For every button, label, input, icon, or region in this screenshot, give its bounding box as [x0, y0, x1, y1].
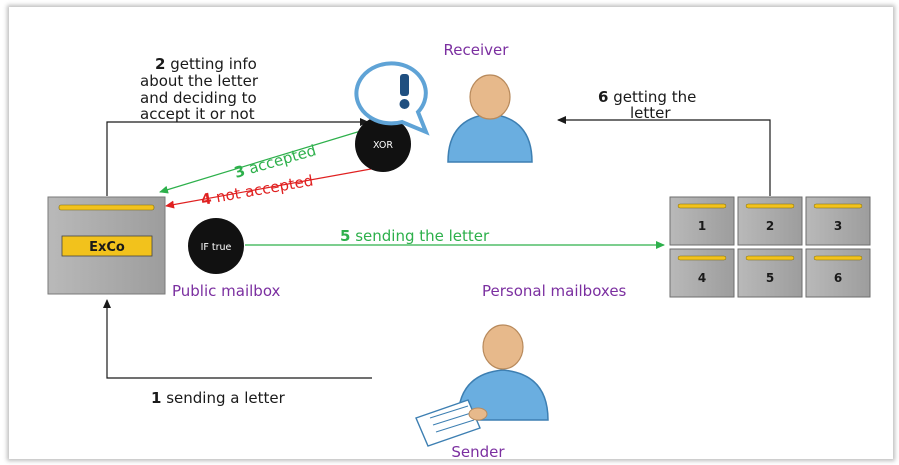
- step-4-label: 4 not accepted: [200, 171, 315, 208]
- step-2-text-line2: about the letter: [140, 72, 259, 90]
- receiver-head: [469, 74, 511, 120]
- step-4-number: 4: [200, 189, 213, 209]
- svg-text:2 getting info: 2 getting info: [155, 55, 257, 73]
- mailbox-6: 6: [805, 248, 871, 298]
- step-2-text-line1: getting info: [170, 55, 257, 73]
- step-1-number: 1: [151, 389, 161, 407]
- letter-icon: [415, 399, 481, 447]
- mailbox-number: 3: [834, 219, 842, 233]
- mailbox-number: 5: [766, 271, 774, 285]
- receiver-figure: [354, 61, 533, 163]
- mailbox-3: 3: [805, 196, 871, 246]
- public-mailbox: ExCo: [47, 196, 166, 295]
- sender-label: Sender: [451, 443, 505, 461]
- xor-label: XOR: [373, 140, 393, 151]
- exco-label: ExCo: [89, 240, 125, 255]
- step-1-text: sending a letter: [166, 389, 285, 407]
- step-5-number: 5: [340, 227, 350, 245]
- xor-gate: XOR: [355, 116, 411, 172]
- mailbox-number: 6: [834, 271, 842, 285]
- sender-figure: [415, 324, 549, 447]
- sender-head: [482, 324, 524, 370]
- arrow-accepted: [159, 129, 365, 194]
- arrow-getting-letter: [557, 116, 771, 196]
- step-3-number: 3: [232, 162, 247, 182]
- mailbox-2: 2: [737, 196, 803, 246]
- step-4-text: not accepted: [215, 171, 315, 206]
- receiver-label: Receiver: [444, 41, 510, 59]
- mailbox-number: 1: [698, 219, 706, 233]
- step-6-text-line1: getting the: [613, 88, 696, 106]
- mailbox-5: 5: [737, 248, 803, 298]
- public-mailbox-label: Public mailbox: [172, 282, 281, 300]
- mailbox-number: 2: [766, 219, 774, 233]
- arrow-getting-info: [106, 118, 369, 196]
- step-2-label: 2 getting info about the letter and deci…: [140, 55, 259, 107]
- step-5-label: 5 sending the letter: [340, 227, 490, 245]
- personal-mailboxes: 1 2 3 4 5 6: [669, 196, 871, 298]
- step-6-text-line2: letter: [630, 104, 671, 122]
- step-5-text: sending the letter: [355, 227, 490, 245]
- arrow-sending-letter: [103, 299, 372, 379]
- exco-label-box: [61, 235, 153, 257]
- exclamation-icon: [399, 74, 410, 109]
- if-true-gate: IF true: [188, 218, 244, 274]
- personal-mailboxes-label: Personal mailboxes: [482, 282, 627, 300]
- step-2-text-line3: and deciding to: [140, 89, 257, 107]
- mailbox-1: 1: [669, 196, 735, 246]
- step-2-text-line4: accept it or not: [140, 105, 255, 123]
- step-1-label: 1 sending a letter: [151, 389, 286, 407]
- step-6-line1-text: 6 getting the: [598, 88, 696, 106]
- receiver-body: [447, 113, 533, 163]
- step-6-number: 6: [598, 88, 608, 106]
- if-true-label: IF true: [201, 242, 232, 253]
- arrow-not-accepted: [165, 166, 383, 209]
- sender-body: [457, 369, 549, 421]
- mailbox-number: 4: [698, 271, 706, 285]
- mailbox-4: 4: [669, 248, 735, 298]
- step-2-number: 2: [155, 55, 165, 73]
